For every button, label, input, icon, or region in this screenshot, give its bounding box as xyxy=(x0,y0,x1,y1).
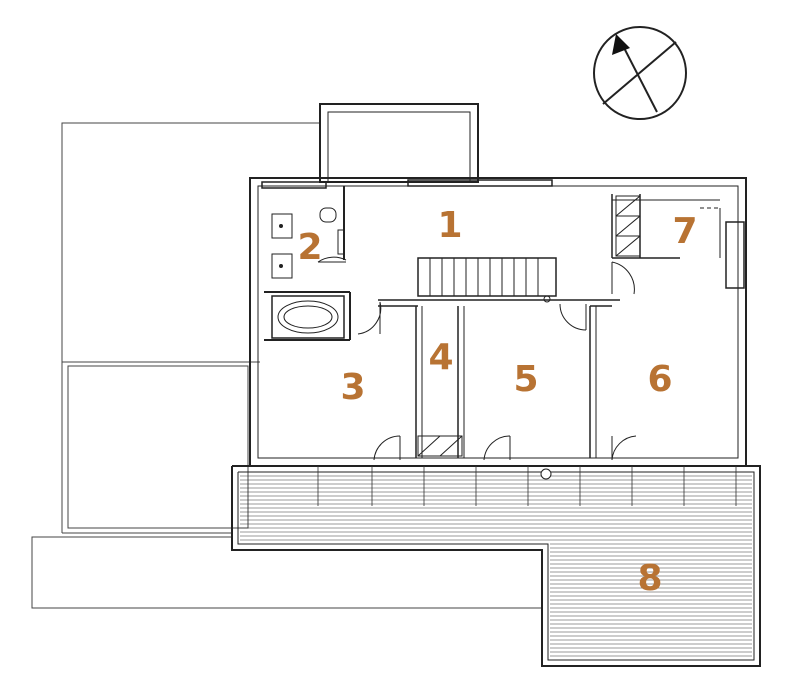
room-label-3: 3 xyxy=(340,367,365,408)
room-label-6: 6 xyxy=(647,359,672,400)
terrace-deck xyxy=(231,465,761,667)
room-label-5: 5 xyxy=(513,359,538,400)
room-label-2: 2 xyxy=(297,227,322,268)
top-balcony xyxy=(319,103,479,183)
room-label-4: 4 xyxy=(428,337,453,378)
door-swings xyxy=(357,261,637,461)
bathroom-fixtures xyxy=(271,207,347,339)
terrain-outline xyxy=(31,122,542,609)
room-7-shelves xyxy=(615,195,641,257)
room-label-8: 8 xyxy=(637,558,662,599)
room-labels: 1 2 3 4 5 6 7 8 xyxy=(297,205,697,599)
room-label-7: 7 xyxy=(672,211,697,252)
north-arrow-icon xyxy=(593,26,687,120)
room-label-1: 1 xyxy=(437,205,462,246)
staircase xyxy=(417,257,557,303)
